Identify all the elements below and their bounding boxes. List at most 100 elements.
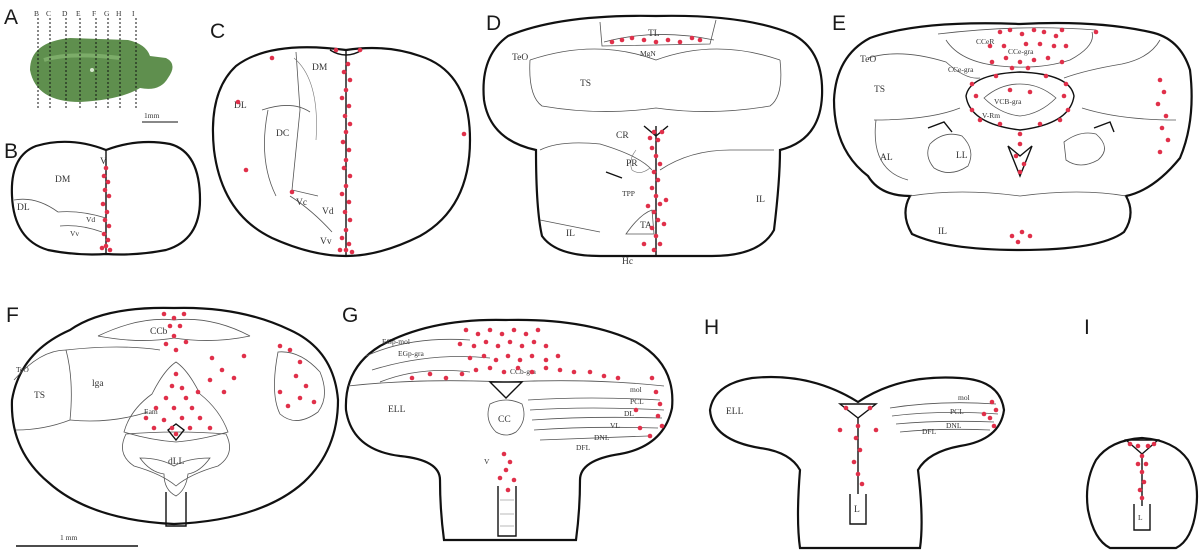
panel-c-label-vc: Vc [296,198,307,208]
labeled-cell [1018,60,1023,65]
labeled-cell [1042,30,1047,35]
labeled-cell [508,340,513,345]
labeled-cell [516,366,521,371]
labeled-cell [1164,114,1169,119]
panel-f-label-lga: lga [92,379,104,389]
panel-d-label-cr: CR [616,131,629,141]
labeled-cell [108,248,113,253]
panel-g-label-egp-mol: EGp-mol [382,337,410,346]
labeled-cell [180,386,185,391]
labeled-cell [348,174,353,179]
labeled-cell [244,168,249,173]
labeled-cell [488,328,493,333]
labeled-cell [344,228,349,233]
labeled-cell [152,426,157,431]
labeled-cell [1142,480,1147,485]
labeled-cell [838,428,843,433]
panel-f-label-ts: TS [34,391,45,401]
fish-photo [22,12,182,112]
labeled-cell [312,400,317,405]
labeled-cell [652,248,657,253]
panel-f: F CCb TeO TS lga Eam dLL 1 mm [6,304,338,546]
labeled-cell [654,154,659,159]
panel-b-label-vd: Vd [86,215,95,224]
labeled-cell [488,366,493,371]
labeled-cell [290,190,295,195]
labeled-cell [852,460,857,465]
panel-h-letter: H [704,316,719,339]
labeled-cell [868,406,873,411]
labeled-cell [988,44,993,49]
labeled-cell [1052,44,1057,49]
labeled-cell [304,384,309,389]
labeled-cell [1160,126,1165,131]
labeled-cell [544,344,549,349]
labeled-cell [1140,496,1145,501]
labeled-cell [1046,56,1051,61]
labeled-cell [343,114,348,119]
panel-g: G EGp-mol EGp-gra CCb-gra ELL CC mol PCL… [342,304,672,540]
labeled-cell [154,406,159,411]
labeled-cell [1064,44,1069,49]
labeled-cell [347,242,352,247]
labeled-cell [278,344,283,349]
labeled-cell [106,180,111,185]
section-label-e: E [76,9,81,18]
panel-e-label-cce: CCe-gra [948,65,974,74]
panel-h-label-dnl: DNL [946,421,962,430]
labeled-cell [660,424,665,429]
labeled-cell [500,332,505,337]
labeled-cell [462,132,467,137]
section-label-b: B [34,9,39,18]
labeled-cell [190,406,195,411]
labeled-cell [998,30,1003,35]
labeled-cell [664,198,669,203]
labeled-cell [106,238,111,243]
labeled-cell [512,328,517,333]
labeled-cell [856,424,861,429]
section-label-c: C [46,9,51,18]
labeled-cell [678,40,683,45]
labeled-cell [588,370,593,375]
labeled-cell [1022,162,1027,167]
labeled-cell [658,202,663,207]
labeled-cell [1054,34,1059,39]
labeled-cell [338,248,343,253]
labeled-cell [1162,90,1167,95]
labeled-cell [1060,60,1065,65]
panel-c: C DM DL DC Vc Vd Vv [210,20,470,256]
labeled-cell [498,476,503,481]
labeled-cell [346,62,351,67]
panel-g-label-mol: mol [630,385,642,394]
labeled-cell [464,328,469,333]
panel-e-label-ccep: CCe-gra [1008,47,1034,56]
labeled-cell [1128,442,1133,447]
labeled-cell [1018,170,1023,175]
labeled-cell [1166,138,1171,143]
panel-h: H ELL mol PCL DFL DNL L [704,316,1004,548]
panel-d-label-ts: TS [580,79,591,89]
labeled-cell [698,38,703,43]
labeled-cell [428,372,433,377]
panel-b-label-vv: Vv [70,229,79,238]
labeled-cell [502,452,507,457]
labeled-cell [654,194,659,199]
labeled-cell [654,40,659,45]
panel-e: E CCeR CCe-gra CCe-gra TeO TS VCB-gra V-… [832,12,1192,250]
labeled-cell [844,406,849,411]
labeled-cell [103,218,108,223]
labeled-cell [334,48,339,53]
labeled-cell [1158,150,1163,155]
labeled-cell [222,390,227,395]
labeled-cell [530,370,535,375]
labeled-cell [524,332,529,337]
labeled-cell [1008,88,1013,93]
labeled-cell [472,344,477,349]
labeled-cell [1136,444,1141,449]
labeled-cell [974,94,979,99]
labeled-cell [1008,28,1013,33]
labeled-cell [298,396,303,401]
labeled-cell [162,312,167,317]
panel-e-label-vcb: VCB-gra [994,97,1022,106]
